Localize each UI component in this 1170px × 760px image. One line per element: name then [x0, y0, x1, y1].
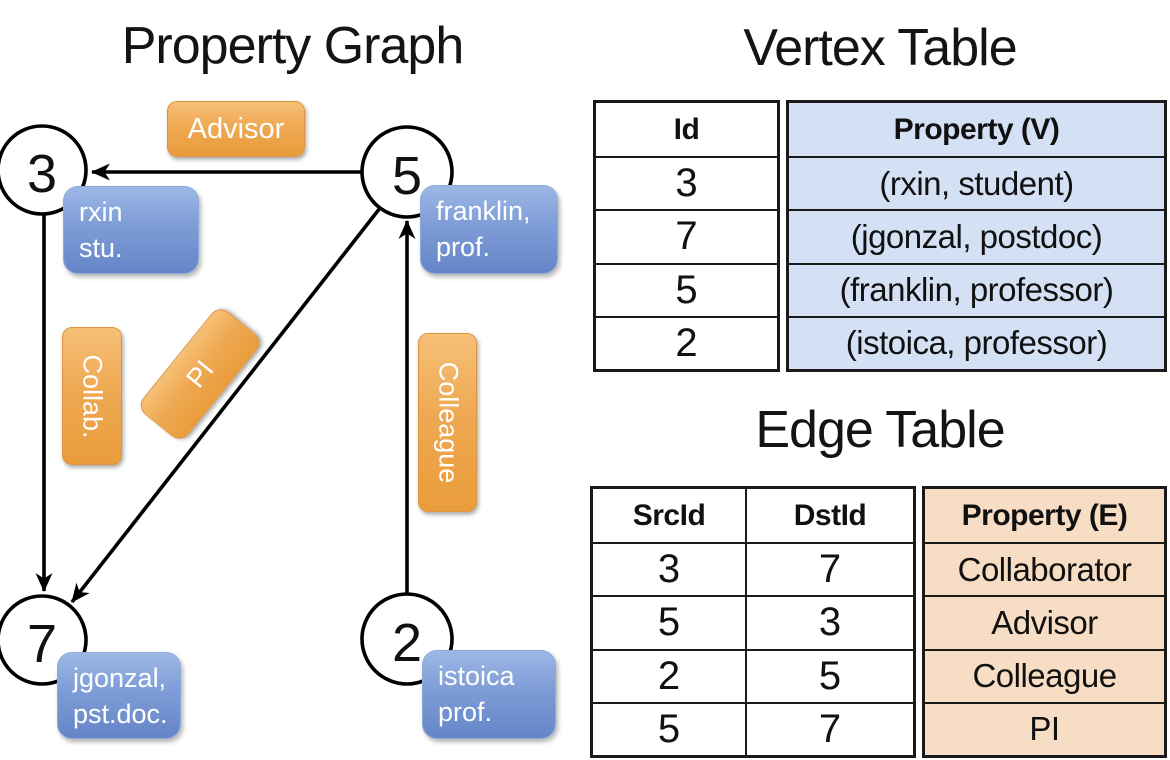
vertex-property-5-line1: franklin,: [436, 196, 531, 226]
vertex-table-title: Vertex Table: [743, 19, 1017, 77]
edge-table-src-cell: 5: [593, 595, 745, 648]
vertex-table-property-cell: (rxin, student): [789, 156, 1164, 210]
edge-table-src-cell: 3: [593, 542, 745, 595]
edge-table-title: Edge Table: [755, 401, 1005, 459]
vertex-property-7-line1: jgonzal,: [73, 663, 167, 693]
vertex-table-id-column: Id 3 7 5 2: [593, 100, 780, 372]
node-id-2: 2: [392, 613, 422, 673]
edge-table-header-dstid: DstId: [745, 489, 913, 543]
vertex-property-3-line2: stu.: [79, 232, 123, 263]
edge-table-dst-cell: 7: [745, 542, 913, 596]
vertex-property-box-5: franklin, prof.: [420, 185, 558, 274]
edge-table-dst-cell: 7: [745, 701, 913, 755]
vertex-property-box-3: rxin stu.: [63, 186, 199, 274]
edge-table-header-srcid: SrcId: [632, 498, 706, 532]
vertex-table-id-cell: 3: [596, 156, 777, 210]
property-graph-title: Property Graph: [121, 17, 465, 75]
vertex-table-property-column: Property (V) (rxin, student) (jgonzal, p…: [786, 100, 1167, 372]
vertex-table-property-cell: (jgonzal, postdoc): [789, 209, 1164, 263]
edge-label-collab: Collab.: [62, 327, 122, 465]
vertex-property-box-2: istoica prof.: [422, 650, 556, 739]
vertex-table-header-id: Id: [596, 103, 777, 157]
edge-label-collab-text: Collab.: [77, 353, 108, 439]
edge-table-property-cell: PI: [925, 701, 1164, 755]
edge-table-property-cell: Colleague: [925, 648, 1164, 702]
edge-label-colleague-text: Colleague: [433, 361, 463, 484]
edge-table-header-property: Property (E): [925, 489, 1164, 543]
vertex-property-7-line2: pst.doc.: [73, 698, 168, 729]
vertex-property-5-line2: prof.: [436, 231, 491, 262]
node-id-7: 7: [27, 614, 57, 674]
edge-label-colleague: Colleague: [418, 333, 477, 512]
vertex-table-header-property: Property (V): [789, 103, 1164, 157]
vertex-table-id-cell: 5: [596, 262, 777, 316]
edge-table-property-cell: Advisor: [925, 595, 1164, 649]
edge-table-src-cell: 5: [593, 701, 745, 755]
edge-table-dst-cell: 3: [745, 595, 913, 649]
edge-pi-5-to-7: [70, 206, 382, 604]
vertex-table-property-cell: (franklin, professor): [789, 262, 1164, 316]
edge-table-id-columns: SrcId DstId 3 7 5 3 2 5 5 7: [590, 486, 916, 758]
vertex-property-box-7: jgonzal, pst.doc.: [57, 652, 181, 739]
vertex-property-3-line1: rxin: [79, 197, 123, 227]
vertex-property-2-line1: istoica: [438, 661, 515, 691]
edge-table-property-column: Property (E) Collaborator Advisor Collea…: [922, 486, 1167, 758]
vertex-table-id-cell: 7: [596, 209, 777, 263]
vertex-property-2-line2: prof.: [438, 696, 493, 727]
node-id-5: 5: [392, 146, 422, 206]
edge-table-property-cell: Collaborator: [925, 542, 1164, 596]
edge-label-advisor-text: Advisor: [187, 112, 285, 145]
vertex-table-id-cell: 2: [596, 315, 777, 369]
edge-table-dst-cell: 5: [745, 648, 913, 702]
edge-table-src-cell: 2: [593, 648, 745, 702]
edge-label-pi-text: PI: [179, 354, 220, 394]
edge-label-advisor: Advisor: [167, 101, 305, 157]
node-id-3: 3: [27, 144, 57, 204]
vertex-table-property-cell: (istoica, professor): [789, 315, 1164, 369]
